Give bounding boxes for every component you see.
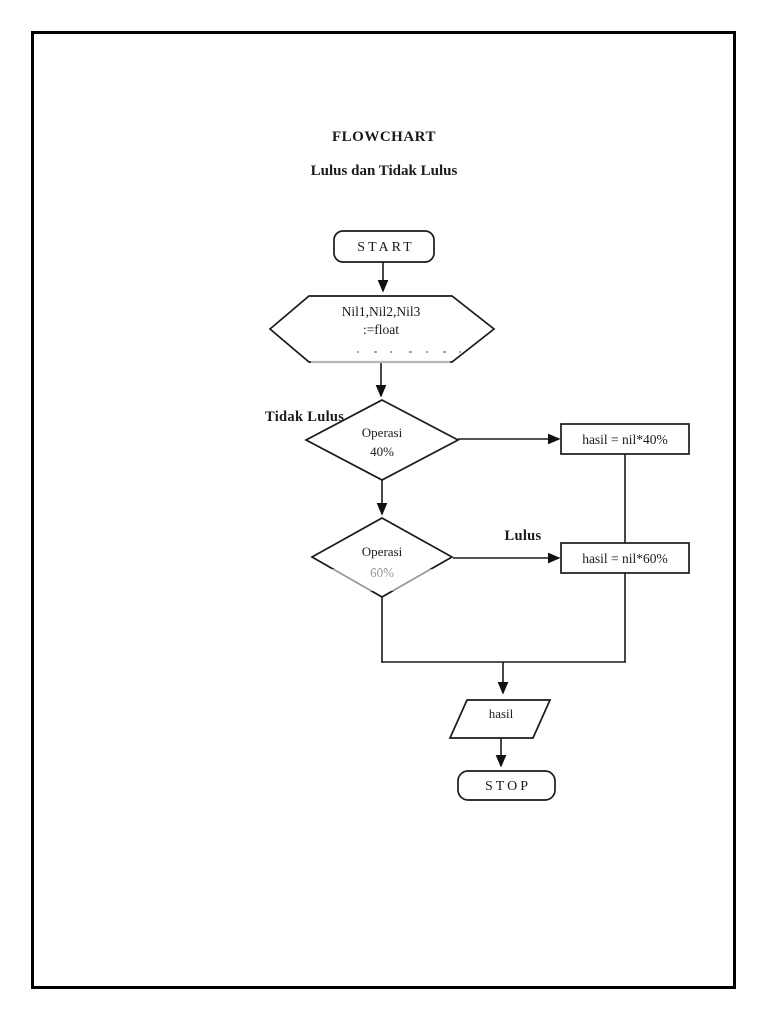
start-node xyxy=(333,230,435,263)
output-node xyxy=(448,699,552,739)
stop-node-label: STOP xyxy=(485,779,531,794)
process-60-node xyxy=(560,542,690,574)
edge-label-lulus: Lulus xyxy=(505,528,542,544)
decision-60-node xyxy=(310,517,454,598)
edge-label-tidak-lulus: Tidak Lulus xyxy=(265,409,344,425)
input-node-line2: :=float xyxy=(363,322,399,337)
process-60-label: hasil = nil*60% xyxy=(582,551,668,566)
decision-60-fade-artifact xyxy=(330,569,442,591)
input-node-line1: Nil1,Nil2,Nil3 xyxy=(342,304,421,319)
stop-node xyxy=(457,770,556,801)
start-node-label: START xyxy=(357,240,414,255)
decision-40-line1: Operasi xyxy=(362,425,403,440)
input-node xyxy=(268,295,496,363)
output-node-label: hasil xyxy=(489,706,514,721)
decision-60-line1: Operasi xyxy=(362,544,403,559)
process-40-label: hasil = nil*40% xyxy=(582,432,668,447)
decision-40-node xyxy=(304,399,460,481)
decision-40-line2: 40% xyxy=(370,444,394,459)
page-subtitle: Lulus dan Tidak Lulus xyxy=(310,163,458,179)
page-border xyxy=(31,31,736,989)
page-title: FLOWCHART xyxy=(332,129,436,145)
process-40-node xyxy=(560,423,690,455)
